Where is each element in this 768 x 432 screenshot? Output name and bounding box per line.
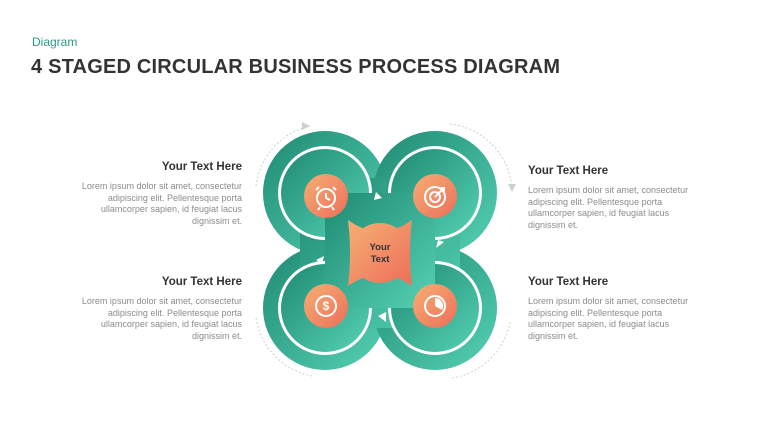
stage-3-text: Your Text Here Lorem ipsum dolor sit ame… — [62, 276, 242, 342]
stage-circle-2 — [413, 174, 457, 218]
stage-1-body: Lorem ipsum dolor sit amet, consectetur … — [81, 181, 242, 226]
outer-dashed-arcs — [255, 123, 513, 379]
pie-chart-icon — [424, 295, 446, 317]
alarm-clock-icon — [315, 186, 337, 211]
stage-circle-4 — [413, 284, 457, 328]
eyebrow-label: Diagram — [32, 35, 78, 49]
stage-4-body: Lorem ipsum dolor sit amet, consectetur … — [528, 296, 689, 341]
stage-3-heading: Your Text Here — [161, 276, 242, 288]
stage-1-heading: Your Text Here — [161, 161, 242, 173]
center-connector — [348, 220, 412, 286]
arc-top-right — [449, 123, 513, 191]
arc-arrow-top — [302, 122, 310, 130]
stage-circle-1 — [304, 174, 348, 218]
arc-arrow-right — [508, 184, 516, 192]
flow-arrow-4 — [378, 312, 386, 322]
stage-2-heading: Your Text Here — [528, 165, 609, 177]
svg-text:$: $ — [323, 299, 330, 313]
arc-top-left — [255, 125, 311, 187]
flow-arrow-2 — [436, 240, 444, 248]
stage-2-text: Your Text Here Lorem ipsum dolor sit ame… — [528, 165, 708, 231]
center-text-line-1: Your — [370, 242, 391, 253]
circular-process-diagram: $ Your Text — [255, 122, 516, 379]
flow-arrow-1 — [374, 192, 382, 200]
stage-4-heading: Your Text Here — [528, 276, 609, 288]
stage-4-text: Your Text Here Lorem ipsum dolor sit ame… — [528, 276, 708, 342]
stage-circle-3: $ — [304, 284, 348, 328]
arc-bottom-right — [451, 321, 511, 379]
stage-3-body: Lorem ipsum dolor sit amet, consectetur … — [81, 296, 242, 341]
arc-bottom-left — [255, 317, 313, 377]
stage-2-body: Lorem ipsum dolor sit amet, consectetur … — [528, 185, 689, 230]
stage-1-text: Your Text Here Lorem ipsum dolor sit ame… — [62, 161, 242, 227]
page-title: 4 STAGED CIRCULAR BUSINESS PROCESS DIAGR… — [31, 56, 561, 78]
center-text-line-2: Text — [371, 254, 391, 265]
flow-arrows — [316, 192, 444, 322]
flow-arrow-3 — [316, 256, 324, 264]
target-icon — [424, 186, 446, 208]
dollar-coin-icon: $ — [315, 295, 337, 317]
